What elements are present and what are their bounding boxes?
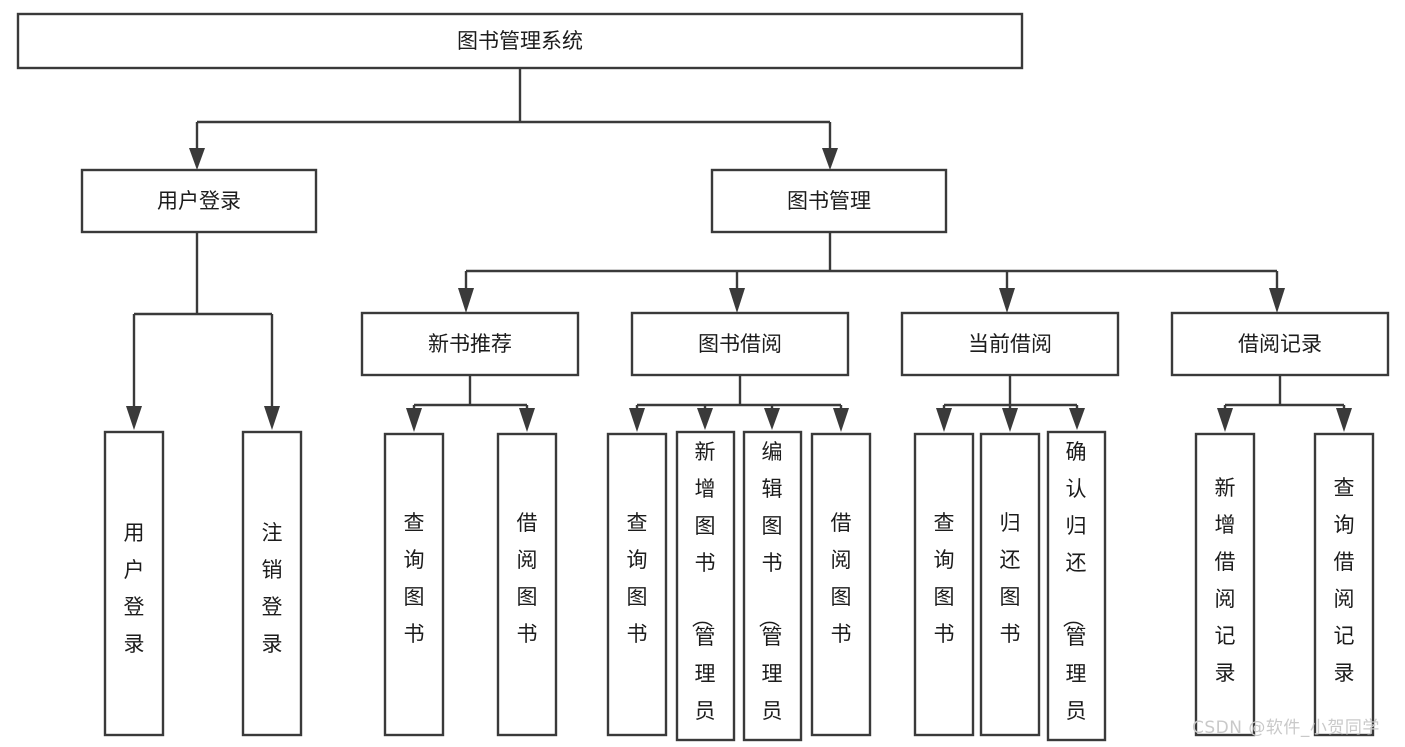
node-box-book-borrow[interactable] xyxy=(630,311,850,377)
leaf-node-query-book-cb[interactable]: 查询图书 xyxy=(913,432,975,737)
leaf-node-query-borrow-record[interactable]: 查询借阅记录 xyxy=(1313,432,1375,737)
leaf-label-query-book-cb: 查询图书 xyxy=(934,511,955,646)
leaf-node-return-book[interactable]: 归还图书 xyxy=(979,432,1041,737)
node-box-user-login[interactable] xyxy=(80,168,318,234)
leaf-node-confirm-return-admin[interactable]: 确认归还（管理员） xyxy=(1046,430,1107,747)
arrow-head-br-leaf1 xyxy=(1217,408,1233,432)
arrow-head-userlogin xyxy=(189,148,205,170)
node-root-system[interactable]: 图书管理系统 xyxy=(16,12,1024,70)
leaf-box-confirm-return-admin[interactable] xyxy=(1046,430,1107,742)
node-label-current-borrow: 当前借阅 xyxy=(968,332,1052,356)
leaf-box-user-login[interactable] xyxy=(103,430,165,737)
connector-group-current-borrow xyxy=(936,375,1085,432)
node-label-new-book-recommend: 新书推荐 xyxy=(428,332,512,356)
leaf-box-query-book-bb[interactable] xyxy=(606,432,668,737)
node-label-book-management: 图书管理 xyxy=(787,189,871,213)
arrow-head-bookmgmt xyxy=(822,148,838,170)
arrow-head-bb-leaf2 xyxy=(697,408,713,430)
leaf-box-add-book-admin[interactable] xyxy=(675,430,736,742)
leaf-node-edit-book-admin[interactable]: 编辑图书（管理员） xyxy=(742,430,803,747)
leaf-node-add-book-admin[interactable]: 新增图书（管理员） xyxy=(675,430,736,747)
node-book-management[interactable]: 图书管理 xyxy=(710,168,948,234)
node-label-book-borrow: 图书借阅 xyxy=(698,332,782,356)
arrow-head-borrow-record xyxy=(1269,288,1285,313)
leaf-label-logout: 注销登录 xyxy=(262,521,283,656)
arrow-head-nb-leaf1 xyxy=(406,408,422,432)
leaf-label-query-book-nb: 查询图书 xyxy=(404,511,425,646)
arrow-head-bb-leaf3 xyxy=(764,408,780,430)
leaf-label-query-book-bb: 查询图书 xyxy=(627,511,648,646)
leaf-box-return-book[interactable] xyxy=(979,432,1041,737)
arrow-head-book-borrow xyxy=(729,288,745,313)
leaf-label-add-borrow-record: 新增借阅记录 xyxy=(1215,476,1236,685)
arrow-head-newbook-rec xyxy=(458,288,474,313)
arrow-head-br-leaf2 xyxy=(1336,408,1352,432)
node-book-borrow[interactable]: 图书借阅 xyxy=(630,311,850,377)
arrow-head-bb-leaf4 xyxy=(833,408,849,432)
arrow-head-cb-leaf1 xyxy=(936,408,952,432)
leaf-node-borrow-book-bb[interactable]: 借阅图书 xyxy=(810,432,872,737)
csdn-watermark: CSDN @软件_小贺同学 xyxy=(1192,718,1380,738)
node-borrow-record[interactable]: 借阅记录 xyxy=(1170,311,1390,377)
connector-group-userlogin xyxy=(126,232,280,430)
leaf-box-query-book-nb[interactable] xyxy=(383,432,445,737)
leaf-box-add-borrow-record[interactable] xyxy=(1194,432,1256,737)
node-user-login[interactable]: 用户登录 xyxy=(80,168,318,234)
connector-group-bookmgmt xyxy=(458,232,1285,313)
node-box-new-book-recommend[interactable] xyxy=(360,311,580,377)
leaf-node-add-borrow-record[interactable]: 新增借阅记录 xyxy=(1194,432,1256,737)
node-new-book-recommend[interactable]: 新书推荐 xyxy=(360,311,580,377)
leaf-node-query-book-nb[interactable]: 查询图书 xyxy=(383,432,445,737)
leaf-label-return-book: 归还图书 xyxy=(1000,511,1021,646)
leaf-label-query-borrow-record: 查询借阅记录 xyxy=(1334,476,1355,685)
arrow-head-bb-leaf1 xyxy=(629,408,645,432)
node-box-current-borrow[interactable] xyxy=(900,311,1120,377)
leaf-label-borrow-book-bb: 借阅图书 xyxy=(831,511,852,646)
leaf-box-borrow-book-nb[interactable] xyxy=(496,432,558,737)
leaf-label-confirm-return-admin: 确认归还（管理员） xyxy=(1061,440,1087,747)
leaf-box-query-book-cb[interactable] xyxy=(913,432,975,737)
connector-group-borrow-record xyxy=(1217,375,1352,432)
node-label-user-login: 用户登录 xyxy=(157,189,241,213)
arrow-head-current-borrow xyxy=(999,288,1015,313)
leaf-box-borrow-book-bb[interactable] xyxy=(810,432,872,737)
leaf-label-borrow-book-nb: 借阅图书 xyxy=(517,511,538,646)
leaf-label-edit-book-admin: 编辑图书（管理员） xyxy=(757,440,783,747)
node-label-borrow-record: 借阅记录 xyxy=(1238,332,1322,356)
node-box-book-management[interactable] xyxy=(710,168,948,234)
leaf-label-user-login: 用户登录 xyxy=(124,521,145,656)
leaf-node-borrow-book-nb[interactable]: 借阅图书 xyxy=(496,432,558,737)
leaf-box-logout[interactable] xyxy=(241,430,303,737)
arrow-head-cb-leaf2 xyxy=(1002,408,1018,432)
leaf-label-add-book-admin: 新增图书（管理员） xyxy=(690,440,716,747)
node-label-root: 图书管理系统 xyxy=(457,29,583,53)
connector-group-root xyxy=(189,68,838,170)
leaf-node-user-login[interactable]: 用户登录 xyxy=(103,430,165,737)
connector-group-newbook-rec xyxy=(406,375,535,432)
leaf-node-query-book-bb[interactable]: 查询图书 xyxy=(606,432,668,737)
arrow-head-nb-leaf2 xyxy=(519,408,535,432)
arrow-head-cb-leaf3 xyxy=(1069,408,1085,430)
connector-group-book-borrow xyxy=(629,375,849,432)
node-current-borrow[interactable]: 当前借阅 xyxy=(900,311,1120,377)
node-box-root[interactable] xyxy=(16,12,1024,70)
leaf-node-logout[interactable]: 注销登录 xyxy=(241,430,303,737)
arrow-head-leaf-user-login xyxy=(126,406,142,430)
arrow-head-leaf-logout xyxy=(264,406,280,430)
leaf-box-edit-book-admin[interactable] xyxy=(742,430,803,742)
node-box-borrow-record[interactable] xyxy=(1170,311,1390,377)
leaf-box-query-borrow-record[interactable] xyxy=(1313,432,1375,737)
